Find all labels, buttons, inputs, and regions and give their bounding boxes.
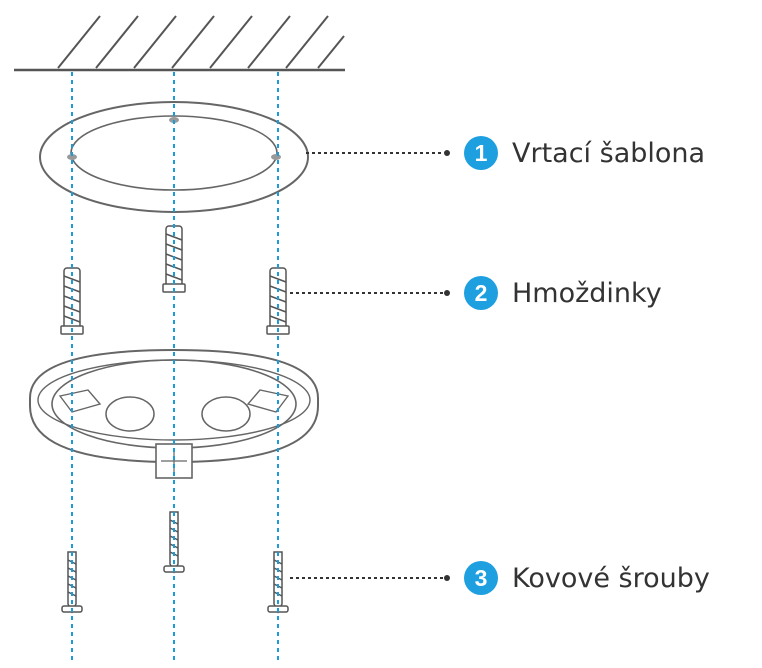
callout-metal-screws: 3 Kovové šrouby <box>464 558 710 598</box>
wall-plug <box>60 267 84 335</box>
screw <box>61 551 83 614</box>
callout-label: Kovové šrouby <box>512 562 710 594</box>
callout-number-badge: 3 <box>464 561 498 595</box>
leader-lines <box>290 150 450 581</box>
callout-number-badge: 1 <box>464 136 498 170</box>
callout-number-badge: 2 <box>464 276 498 310</box>
wall-plug <box>266 267 290 335</box>
alignment-lines <box>71 72 279 662</box>
callout-label: Hmoždinky <box>512 277 662 309</box>
callout-label: Vrtací šablona <box>512 137 706 169</box>
base-plate <box>29 348 319 479</box>
ceiling <box>14 15 345 72</box>
callout-wall-plugs: 2 Hmoždinky <box>464 273 662 313</box>
screw <box>267 551 289 614</box>
callout-drilling-template: 1 Vrtací šablona <box>464 133 705 173</box>
